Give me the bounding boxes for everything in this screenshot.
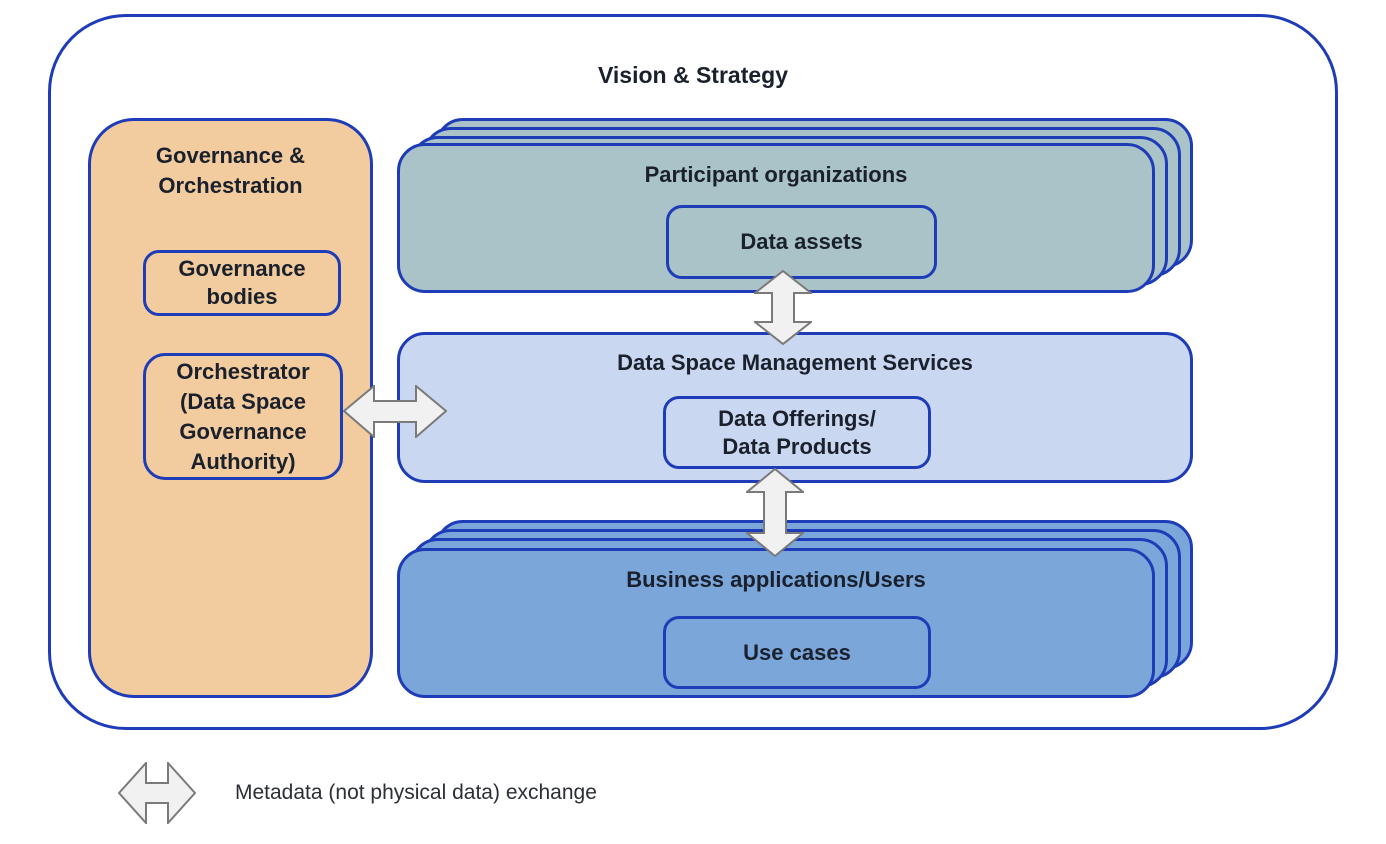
legend-label: Metadata (not physical data) exchange [235,781,597,804]
use-cases-label: Use cases [743,639,851,665]
governance-orchestration-title: Governance & Orchestration [155,143,306,198]
business-applications-box: Business applications/Users Use cases [397,548,1155,698]
diagram-title: Vision & Strategy [597,62,789,88]
orchestrator-box: Orchestrator (Data Space Governance Auth… [143,353,343,480]
governance-bodies-label: Governance bodies [178,256,306,309]
metadata-exchange-arrow-bottom-icon [746,468,804,557]
management-services-title: Data Space Management Services [617,350,973,375]
data-assets-label: Data assets [740,229,863,254]
governance-bodies-box: Governance bodies [143,250,341,316]
participant-organizations-title: Participant organizations [644,162,908,187]
governance-orchestration-box: Governance & Orchestration Governance bo… [88,118,373,698]
management-services-box: Data Space Management Services Data Offe… [397,332,1193,483]
vision-strategy-frame [48,14,1338,730]
metadata-exchange-arrow-left-icon [343,385,447,438]
legend-exchange-arrow-icon [118,762,196,824]
data-offerings-label: Data Offerings/ Data Products [718,405,876,459]
participant-organizations-stack: Participant organizations Data assets [397,118,1197,294]
business-applications-title: Business applications/Users [626,567,926,592]
orchestrator-label: Orchestrator (Data Space Governance Auth… [176,358,310,474]
use-cases-box: Use cases [663,616,931,689]
data-offerings-box: Data Offerings/ Data Products [663,396,931,469]
data-assets-box: Data assets [666,205,937,279]
metadata-exchange-arrow-top-icon [754,270,812,345]
